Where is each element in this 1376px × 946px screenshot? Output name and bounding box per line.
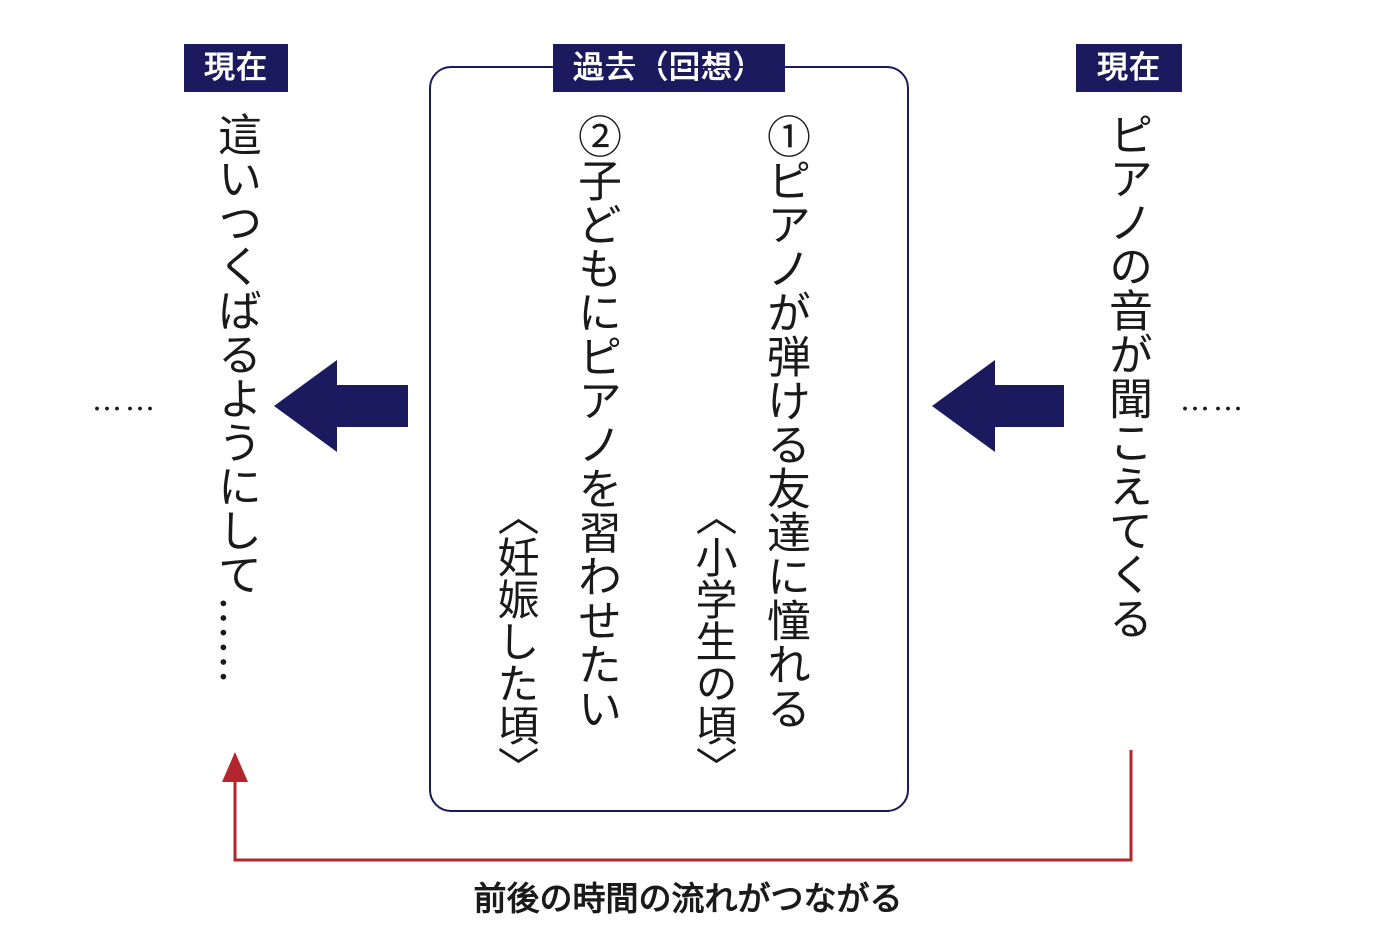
arrow-left-icon: [274, 360, 408, 452]
past-item-1-note: 〈小学生の頃〉: [689, 494, 738, 788]
past-label: 過去（回想）: [553, 44, 785, 92]
arrow-left-icon: [932, 360, 1064, 452]
past-item-2-note: 〈妊娠した頃〉: [491, 494, 540, 788]
caption: 前後の時間の流れがつながる: [473, 879, 903, 918]
present-left-label: 現在: [184, 44, 288, 92]
return-arrow-icon: [222, 750, 1133, 862]
past-frame: [429, 66, 909, 812]
present-left-dots: ……: [92, 383, 158, 418]
present-right-text: ピアノの音が聞こえてくる: [1101, 112, 1152, 640]
past-item-1-text: ①ピアノが弾ける友達に憧れる: [759, 114, 810, 730]
past-item-2-text: ②子どもにピアノを習わせたい: [570, 114, 621, 730]
present-right-label: 現在: [1076, 44, 1182, 92]
present-left-text: 這いつくばるようにして……: [210, 112, 261, 684]
present-right-dots: ……: [1180, 383, 1246, 418]
